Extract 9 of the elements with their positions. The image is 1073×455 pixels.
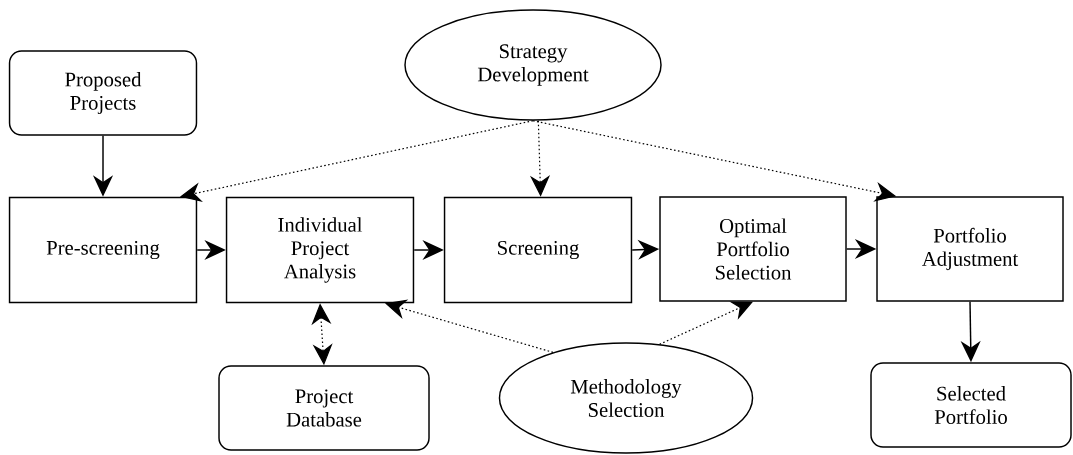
rounded-box: Project Database — [218, 365, 430, 451]
rounded-box: Proposed Projects — [8, 50, 198, 136]
arrow — [659, 301, 753, 345]
process-box: Screening — [443, 196, 633, 304]
process-box: Optimal Portfolio Selection — [659, 196, 847, 302]
process-box: Individual Project Analysis — [225, 196, 415, 304]
process-box: Portfolio Adjustment — [876, 196, 1064, 302]
process-box: Pre-screening — [8, 196, 198, 304]
rounded-box: Selected Portfolio — [870, 362, 1072, 448]
